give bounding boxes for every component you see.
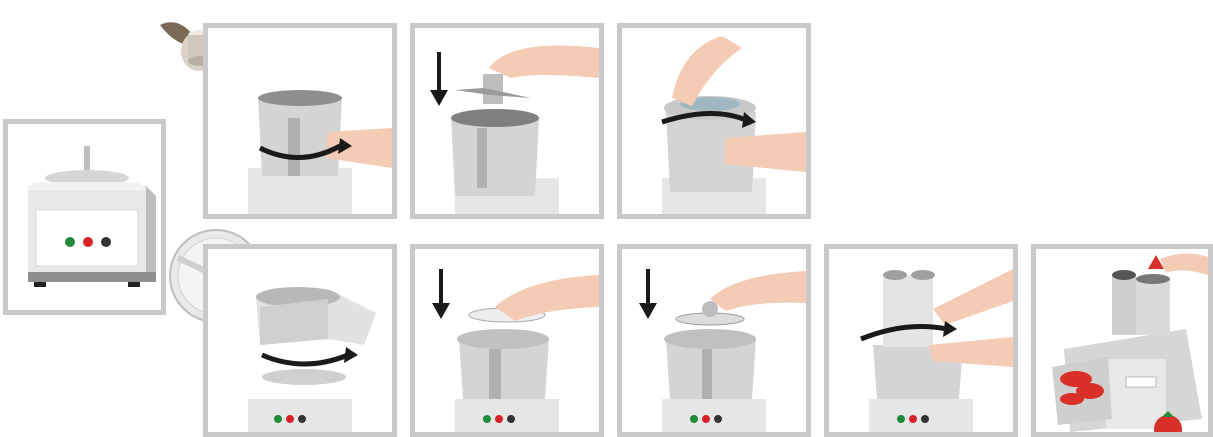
hand-icon [495, 275, 599, 321]
step-panel-slicing-in-use [1031, 244, 1213, 437]
step-panel-lock-veg-lid [824, 244, 1018, 437]
step-panel-fit-bowl [203, 23, 397, 219]
step-panel-machine-overview [3, 119, 166, 315]
step-panel-lower-disc [617, 244, 811, 437]
hand-icon [672, 36, 742, 106]
down-arrow-icon [439, 269, 443, 305]
power-on-button-icon [65, 237, 75, 247]
rotate-arrow-icon [262, 355, 348, 364]
pulse-button-icon [101, 237, 111, 247]
hand-icon [1160, 253, 1208, 275]
step-panel-lock-lid [617, 23, 811, 219]
hand-icon [710, 271, 806, 311]
stop-button-icon [83, 237, 93, 247]
step-panel-fit-veg-attachment [203, 244, 397, 437]
step-panel-insert-disc [410, 244, 604, 437]
step-panel-insert-blade [410, 23, 604, 219]
hand-icon [933, 269, 1013, 325]
down-arrow-icon [646, 269, 650, 305]
hand-icon [489, 46, 599, 79]
down-arrow-icon [437, 52, 441, 92]
